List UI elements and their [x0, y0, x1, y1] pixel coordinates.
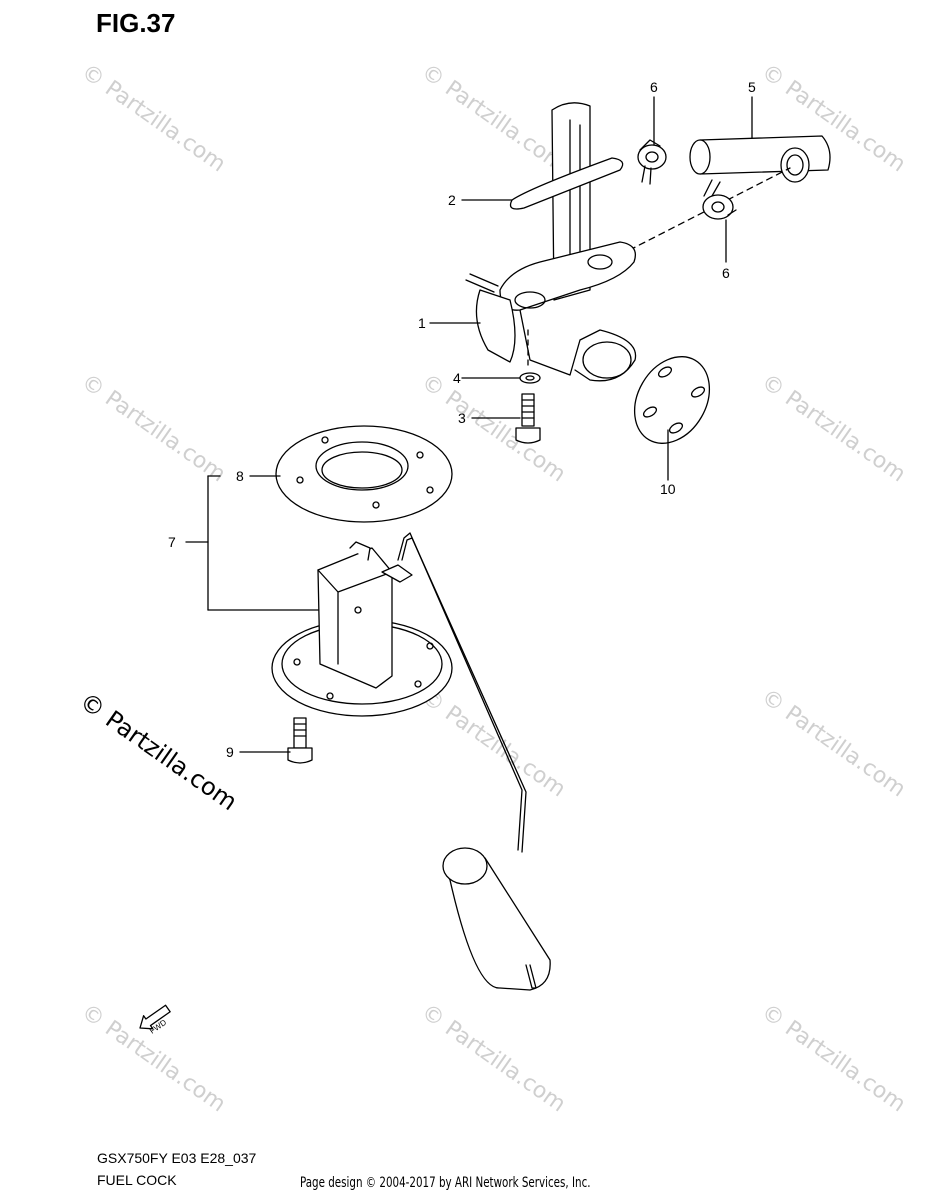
part-8-gasket: [275, 425, 453, 523]
fwd-arrow-icon: [139, 1004, 171, 1030]
callout-4: 4: [453, 370, 461, 386]
copyright-credit: Page design © 2004-2017 by ARI Network S…: [300, 1175, 591, 1191]
callout-10: 10: [660, 481, 676, 497]
part-4-washer: [519, 372, 541, 384]
callout-5: 5: [748, 79, 756, 95]
assembly-line: [609, 167, 791, 261]
part-1-fuel-cock: [465, 241, 637, 382]
part-2-lever: [509, 102, 624, 301]
watermark: © Partzilla.com: [757, 684, 910, 802]
leader-lines: [185, 96, 753, 753]
watermark: © Partzilla.com: [757, 369, 910, 487]
callout-1: 1: [418, 315, 426, 331]
watermark: © Partzilla.com: [417, 684, 570, 802]
part-7-fuel-level-gauge: [271, 532, 551, 991]
part-10-plate: [633, 356, 711, 444]
model-code: GSX750FY E03 E28_037: [97, 1150, 257, 1166]
watermark: © Partzilla.com: [417, 999, 570, 1117]
callout-6-upper: 6: [650, 79, 658, 95]
callout-2: 2: [448, 192, 456, 208]
section-name: FUEL COCK: [97, 1172, 177, 1188]
watermark: © Partzilla.com: [77, 59, 230, 177]
watermark: © Partzilla.com: [757, 999, 910, 1117]
figure-title: FIG.37: [96, 8, 176, 38]
callout-6-lower: 6: [722, 265, 730, 281]
callout-9: 9: [226, 744, 234, 760]
part-9-screw: [287, 717, 313, 764]
callout-3: 3: [458, 410, 466, 426]
callout-7: 7: [168, 534, 176, 550]
watermark: © Partzilla.com: [417, 59, 570, 177]
part-6-hose-clamp-upper: [637, 139, 667, 185]
callout-labels: 1 2 3 4 5 6 6 7 8 9 10: [168, 79, 756, 760]
watermark-large: © Partzilla.com: [75, 687, 243, 816]
part-5-hose: [689, 135, 831, 183]
part-3-screw: [515, 393, 541, 444]
part-6-hose-clamp-lower: [702, 179, 737, 220]
watermark: © Partzilla.com: [77, 369, 230, 487]
callout-8: 8: [236, 468, 244, 484]
